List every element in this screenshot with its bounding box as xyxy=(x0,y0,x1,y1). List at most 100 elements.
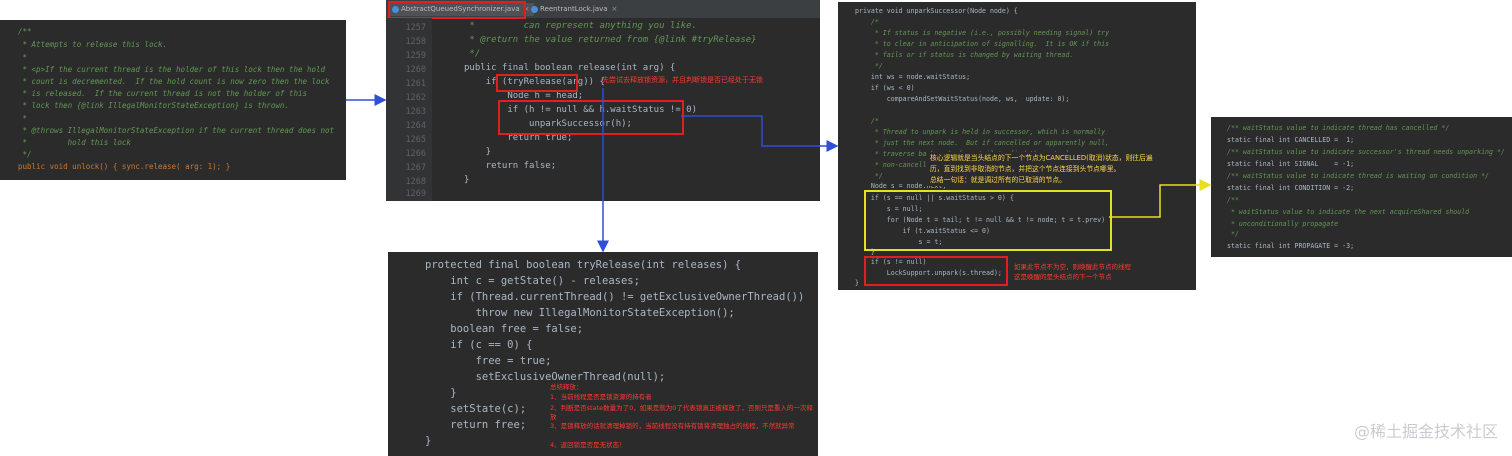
arrow-unpark-to-method xyxy=(681,115,839,152)
line-number: 1258 xyxy=(405,37,426,47)
unpark-block-highlight xyxy=(498,100,684,135)
unlock-method-line: public void unlock() { sync.release( arg… xyxy=(18,162,231,171)
release-annotation: 先尝试去释放锁资源，并且判断锁是否已经处于无锁 xyxy=(602,76,763,84)
code-line: if (tryRelease(arg)) { xyxy=(464,77,605,87)
code-line: return free; xyxy=(425,419,527,431)
red-note-line: 这是唤醒的是头结点的下一个节点 xyxy=(1014,273,1112,281)
code-line: static final int SIGNAL = -1; xyxy=(1227,160,1355,168)
code-line: if (s == null || s.waitStatus > 0) { xyxy=(855,194,1014,202)
code-line: * can represent anything you like. xyxy=(464,21,697,31)
summary-note-line: 总结释放： xyxy=(550,383,583,391)
code-line: /** xyxy=(18,27,32,36)
line-number: 1263 xyxy=(405,107,426,117)
code-line: */ xyxy=(18,150,32,159)
close-icon[interactable]: × xyxy=(611,5,618,13)
code-line: if (s != null) xyxy=(855,258,927,266)
code-line: static final int PROPAGATE = -3; xyxy=(1227,242,1355,250)
line-number: 1266 xyxy=(405,149,426,159)
code-line: if (t.waitStatus <= 0) xyxy=(855,227,990,235)
yellow-note-line: 总结一句话：就是调过所有的已取消的节点。 xyxy=(930,176,1066,184)
code-line: return false; xyxy=(464,161,557,171)
line-number: 1264 xyxy=(405,121,426,131)
close-icon[interactable]: × xyxy=(523,5,530,13)
line-number: 1257 xyxy=(405,23,426,33)
code-line: } xyxy=(855,279,859,287)
code-line: */ xyxy=(855,62,883,70)
code-line: if (Thread.currentThread() != getExclusi… xyxy=(425,291,805,303)
line-number: 1262 xyxy=(405,93,426,103)
code-line: if (c == 0) { xyxy=(425,339,533,351)
code-line: Node h = head; xyxy=(464,91,584,101)
wait-status-constants-panel: /** waitStatus value to indicate thread … xyxy=(1211,117,1512,257)
line-number: 1260 xyxy=(405,65,426,75)
tab-label: AbstractQueuedSynchronizer.java xyxy=(401,5,520,13)
release-signature-line: public final boolean release(int arg) { xyxy=(464,63,676,73)
skip-cancelled-highlight xyxy=(864,190,1112,251)
code-line: * just the next node. But if cancelled o… xyxy=(855,139,1110,147)
code-line: throw new IllegalMonitorStateException()… xyxy=(425,307,735,319)
code-line: free = true; xyxy=(425,355,552,367)
code-line: } xyxy=(464,175,470,185)
code-line: /** waitStatus value to indicate success… xyxy=(1227,148,1505,156)
code-line: if (ws < 0) xyxy=(855,84,915,92)
code-line: */ xyxy=(1227,230,1239,238)
code-line: * Thread to unpark is held in successor,… xyxy=(855,128,1106,136)
code-line: * waitStatus value to indicate the next … xyxy=(1227,208,1470,216)
tab-abstract-queued-synchronizer[interactable]: AbstractQueuedSynchronizer.java× xyxy=(389,3,534,16)
active-tab-highlight xyxy=(388,1,526,19)
yellow-note-line: 历，直到找到非取消的节点，并把这个节点连接到头节点哪里。 xyxy=(930,165,1121,173)
code-line: for (Node t = tail; t != null && t != no… xyxy=(855,216,1106,224)
summary-note-line: 1、当前线程是否是锁资源的持有者 xyxy=(550,393,652,401)
line-number: 1269 xyxy=(405,189,426,199)
unpark-thread-highlight xyxy=(864,256,1008,286)
code-line: * Attempts to release this lock. xyxy=(18,40,168,49)
line-number: 1265 xyxy=(405,135,426,145)
summary-note-line: 4、返回锁是否是无状态！ xyxy=(550,441,626,449)
code-line: * unconditionally propagate xyxy=(1227,220,1339,228)
code-line: * lock then {@link IllegalMonitorStateEx… xyxy=(18,101,289,110)
code-line: LockSupport.unpark(s.thread); xyxy=(855,269,1002,277)
code-line: s = t; xyxy=(855,238,943,246)
red-note-line: 如果此节点不为空，则唤醒此节点的线程 xyxy=(1014,263,1131,271)
summary-note-line: 3、是锁释放的话就清理掉锁的，当前线程没有持有锁将清理独占的线程，不然就异常 xyxy=(550,422,795,430)
unpark-successor-code-panel: private void unparkSuccessor(Node node) … xyxy=(838,2,1196,290)
tab-label: ReentrantLock.java xyxy=(540,5,608,13)
code-line: return true; xyxy=(464,133,573,143)
code-line: Node s = node.next; xyxy=(855,182,947,190)
code-line: /* xyxy=(855,117,879,125)
code-line: * <p>If the current thread is the holder… xyxy=(18,65,326,74)
line-number: 1259 xyxy=(405,51,426,61)
code-line: /** waitStatus value to indicate thread … xyxy=(1227,172,1490,180)
code-line: * xyxy=(18,114,28,123)
code-line: * is released. If the current thread is … xyxy=(18,89,307,98)
code-line: } xyxy=(464,147,492,157)
code-line: /* xyxy=(855,18,879,26)
tab-reentrant-lock[interactable]: ReentrantLock.java× xyxy=(528,3,621,16)
code-line: boolean free = false; xyxy=(425,323,584,335)
code-line: * hold this lock xyxy=(18,138,131,147)
code-line: } xyxy=(855,248,875,256)
code-line: } xyxy=(425,435,432,447)
code-line: if (h != null && h.waitStatus != 0) xyxy=(464,105,697,115)
unlock-code-panel: /** * Attempts to release this lock. * *… xyxy=(0,20,346,180)
code-line: */ xyxy=(855,172,883,180)
code-line: * fails or if status is changed by waiti… xyxy=(855,51,1074,59)
code-line: * @throws IllegalMonitorStateException i… xyxy=(18,126,335,135)
code-line: */ xyxy=(464,49,481,59)
code-line: setExclusiveOwnerThread(null); xyxy=(425,371,666,383)
try-release-code-panel: protected final boolean tryRelease(int r… xyxy=(388,252,818,456)
line-number: 1268 xyxy=(405,177,426,187)
code-line: /** waitStatus value to indicate thread … xyxy=(1227,124,1450,132)
code-line: /** xyxy=(1227,196,1239,204)
code-line: static final int CANCELLED = 1; xyxy=(1227,136,1355,144)
code-line: * If status is negative (i.e., possibly … xyxy=(855,29,1110,37)
code-line: int c = getState() - releases; xyxy=(425,275,640,287)
try-release-signature-line: protected final boolean tryRelease(int r… xyxy=(425,259,742,271)
unpark-signature-line: private void unparkSuccessor(Node node) … xyxy=(855,7,1018,15)
java-class-icon xyxy=(531,6,538,13)
code-line: unparkSuccessor(h); xyxy=(464,119,632,129)
code-line: s = null; xyxy=(855,205,923,213)
code-line: setState(c); xyxy=(425,403,527,415)
yellow-note-background xyxy=(926,152,1104,186)
